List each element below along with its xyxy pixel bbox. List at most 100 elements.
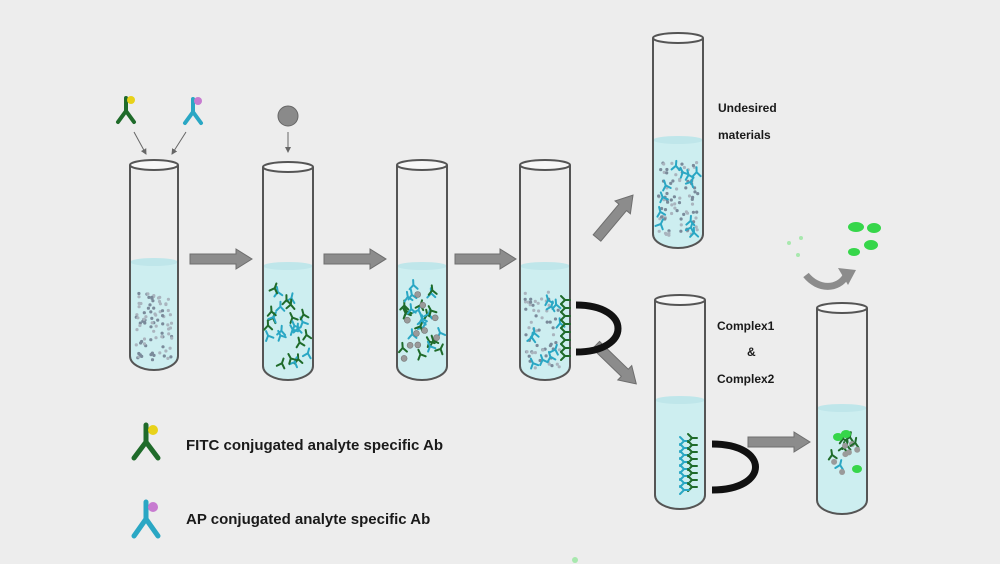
matrix-particle bbox=[523, 297, 527, 301]
antibody-particle bbox=[263, 319, 274, 331]
antibody-particle bbox=[679, 485, 690, 495]
antibody-particle bbox=[289, 312, 299, 324]
matrix-particle bbox=[534, 314, 538, 318]
antibody-particle bbox=[416, 314, 427, 326]
matrix-particle bbox=[160, 335, 164, 339]
matrix-particle bbox=[673, 202, 677, 206]
matrix-particle bbox=[529, 297, 533, 301]
matrix-particle bbox=[156, 318, 160, 322]
matrix-particle bbox=[662, 170, 666, 174]
matrix-particle bbox=[152, 306, 156, 310]
matrix-particle bbox=[670, 161, 674, 165]
matrix-particle bbox=[135, 313, 139, 317]
antibody-particle bbox=[545, 300, 556, 313]
matrix-particle bbox=[659, 168, 663, 172]
antibody-particle bbox=[302, 328, 313, 341]
matrix-particle bbox=[677, 201, 682, 205]
matrix-particle bbox=[545, 309, 549, 313]
antibody-particle bbox=[397, 341, 408, 354]
antibody-particle bbox=[417, 348, 427, 361]
matrix-particle bbox=[147, 295, 151, 299]
matrix-particle bbox=[169, 321, 174, 325]
matrix-particle bbox=[679, 229, 683, 233]
green-product-icon bbox=[572, 222, 881, 563]
antibody-particle bbox=[403, 290, 414, 303]
matrix-particle bbox=[168, 326, 173, 330]
matrix-particle bbox=[149, 325, 153, 329]
matrix-particle bbox=[555, 362, 559, 366]
complex-label-line3: Complex2 bbox=[717, 372, 775, 386]
matrix-particle bbox=[672, 195, 677, 199]
antibody-particle bbox=[275, 357, 286, 370]
matrix-particle bbox=[665, 167, 669, 172]
analyte-particle bbox=[854, 446, 861, 453]
matrix-particle bbox=[691, 163, 696, 168]
arrow-icon bbox=[592, 194, 634, 242]
antibody-particle bbox=[275, 300, 286, 312]
matrix-particle bbox=[533, 351, 538, 355]
analyte-particle bbox=[413, 330, 420, 337]
matrix-particle bbox=[675, 209, 679, 213]
tube-4 bbox=[519, 159, 571, 381]
matrix-particle bbox=[691, 210, 696, 214]
matrix-particle bbox=[136, 316, 140, 320]
matrix-particle bbox=[150, 321, 154, 325]
matrix-particle bbox=[138, 321, 142, 325]
complex-label-line1: Complex1 bbox=[717, 319, 775, 333]
arrow-icon bbox=[454, 248, 517, 270]
matrix-particle bbox=[694, 216, 698, 220]
matrix-particle bbox=[134, 343, 138, 347]
matrix-particle bbox=[541, 348, 545, 352]
antibody-particle bbox=[266, 305, 277, 317]
magnet-icon bbox=[575, 301, 622, 356]
matrix-particle bbox=[138, 323, 142, 328]
matrix-particle bbox=[142, 311, 146, 315]
matrix-particle bbox=[540, 316, 544, 320]
matrix-particle bbox=[657, 194, 661, 198]
matrix-particle bbox=[536, 301, 540, 305]
tube-undesired bbox=[652, 32, 704, 249]
matrix-particle bbox=[554, 341, 558, 345]
matrix-particle bbox=[137, 301, 141, 305]
matrix-particle bbox=[553, 317, 558, 321]
antibody-particle bbox=[429, 334, 440, 347]
antibody-particle bbox=[427, 284, 438, 296]
matrix-particle bbox=[162, 354, 166, 358]
matrix-particle bbox=[670, 203, 674, 207]
matrix-particle bbox=[146, 306, 150, 310]
antibody-particle bbox=[285, 298, 296, 310]
matrix-particle bbox=[524, 333, 528, 337]
antibody-particle bbox=[691, 166, 702, 178]
matrix-particle bbox=[158, 351, 162, 355]
antibody-particle bbox=[277, 329, 287, 342]
matrix-particle bbox=[137, 295, 141, 299]
matrix-particle bbox=[166, 356, 170, 360]
magnet-icon bbox=[711, 440, 759, 494]
analyte-particle bbox=[406, 341, 414, 349]
tube-3 bbox=[396, 159, 448, 381]
arrow-icon bbox=[189, 248, 253, 270]
matrix-particle bbox=[690, 202, 695, 206]
matrix-particle bbox=[660, 215, 664, 219]
antibody-particle bbox=[560, 351, 571, 361]
matrix-particle bbox=[154, 336, 158, 340]
antibody-particle bbox=[679, 166, 690, 179]
antibody-particle bbox=[834, 459, 845, 471]
matrix-particle bbox=[670, 211, 674, 216]
matrix-particle bbox=[168, 346, 172, 350]
matrix-particle bbox=[682, 212, 686, 216]
analyte-particle bbox=[419, 301, 427, 309]
antibody-particle bbox=[549, 343, 559, 356]
matrix-particle bbox=[524, 307, 528, 311]
green-product-particle bbox=[841, 430, 851, 438]
tube-complex bbox=[654, 294, 706, 510]
matrix-particle bbox=[135, 328, 139, 332]
matrix-particle bbox=[150, 295, 154, 299]
matrix-particle bbox=[556, 308, 560, 312]
matrix-particle bbox=[665, 191, 669, 196]
complex-label-line2: & bbox=[747, 345, 756, 359]
antibody-particle bbox=[656, 205, 667, 218]
antibody-particle bbox=[529, 357, 540, 370]
matrix-particle bbox=[664, 232, 668, 236]
arrow-icon bbox=[747, 431, 811, 453]
